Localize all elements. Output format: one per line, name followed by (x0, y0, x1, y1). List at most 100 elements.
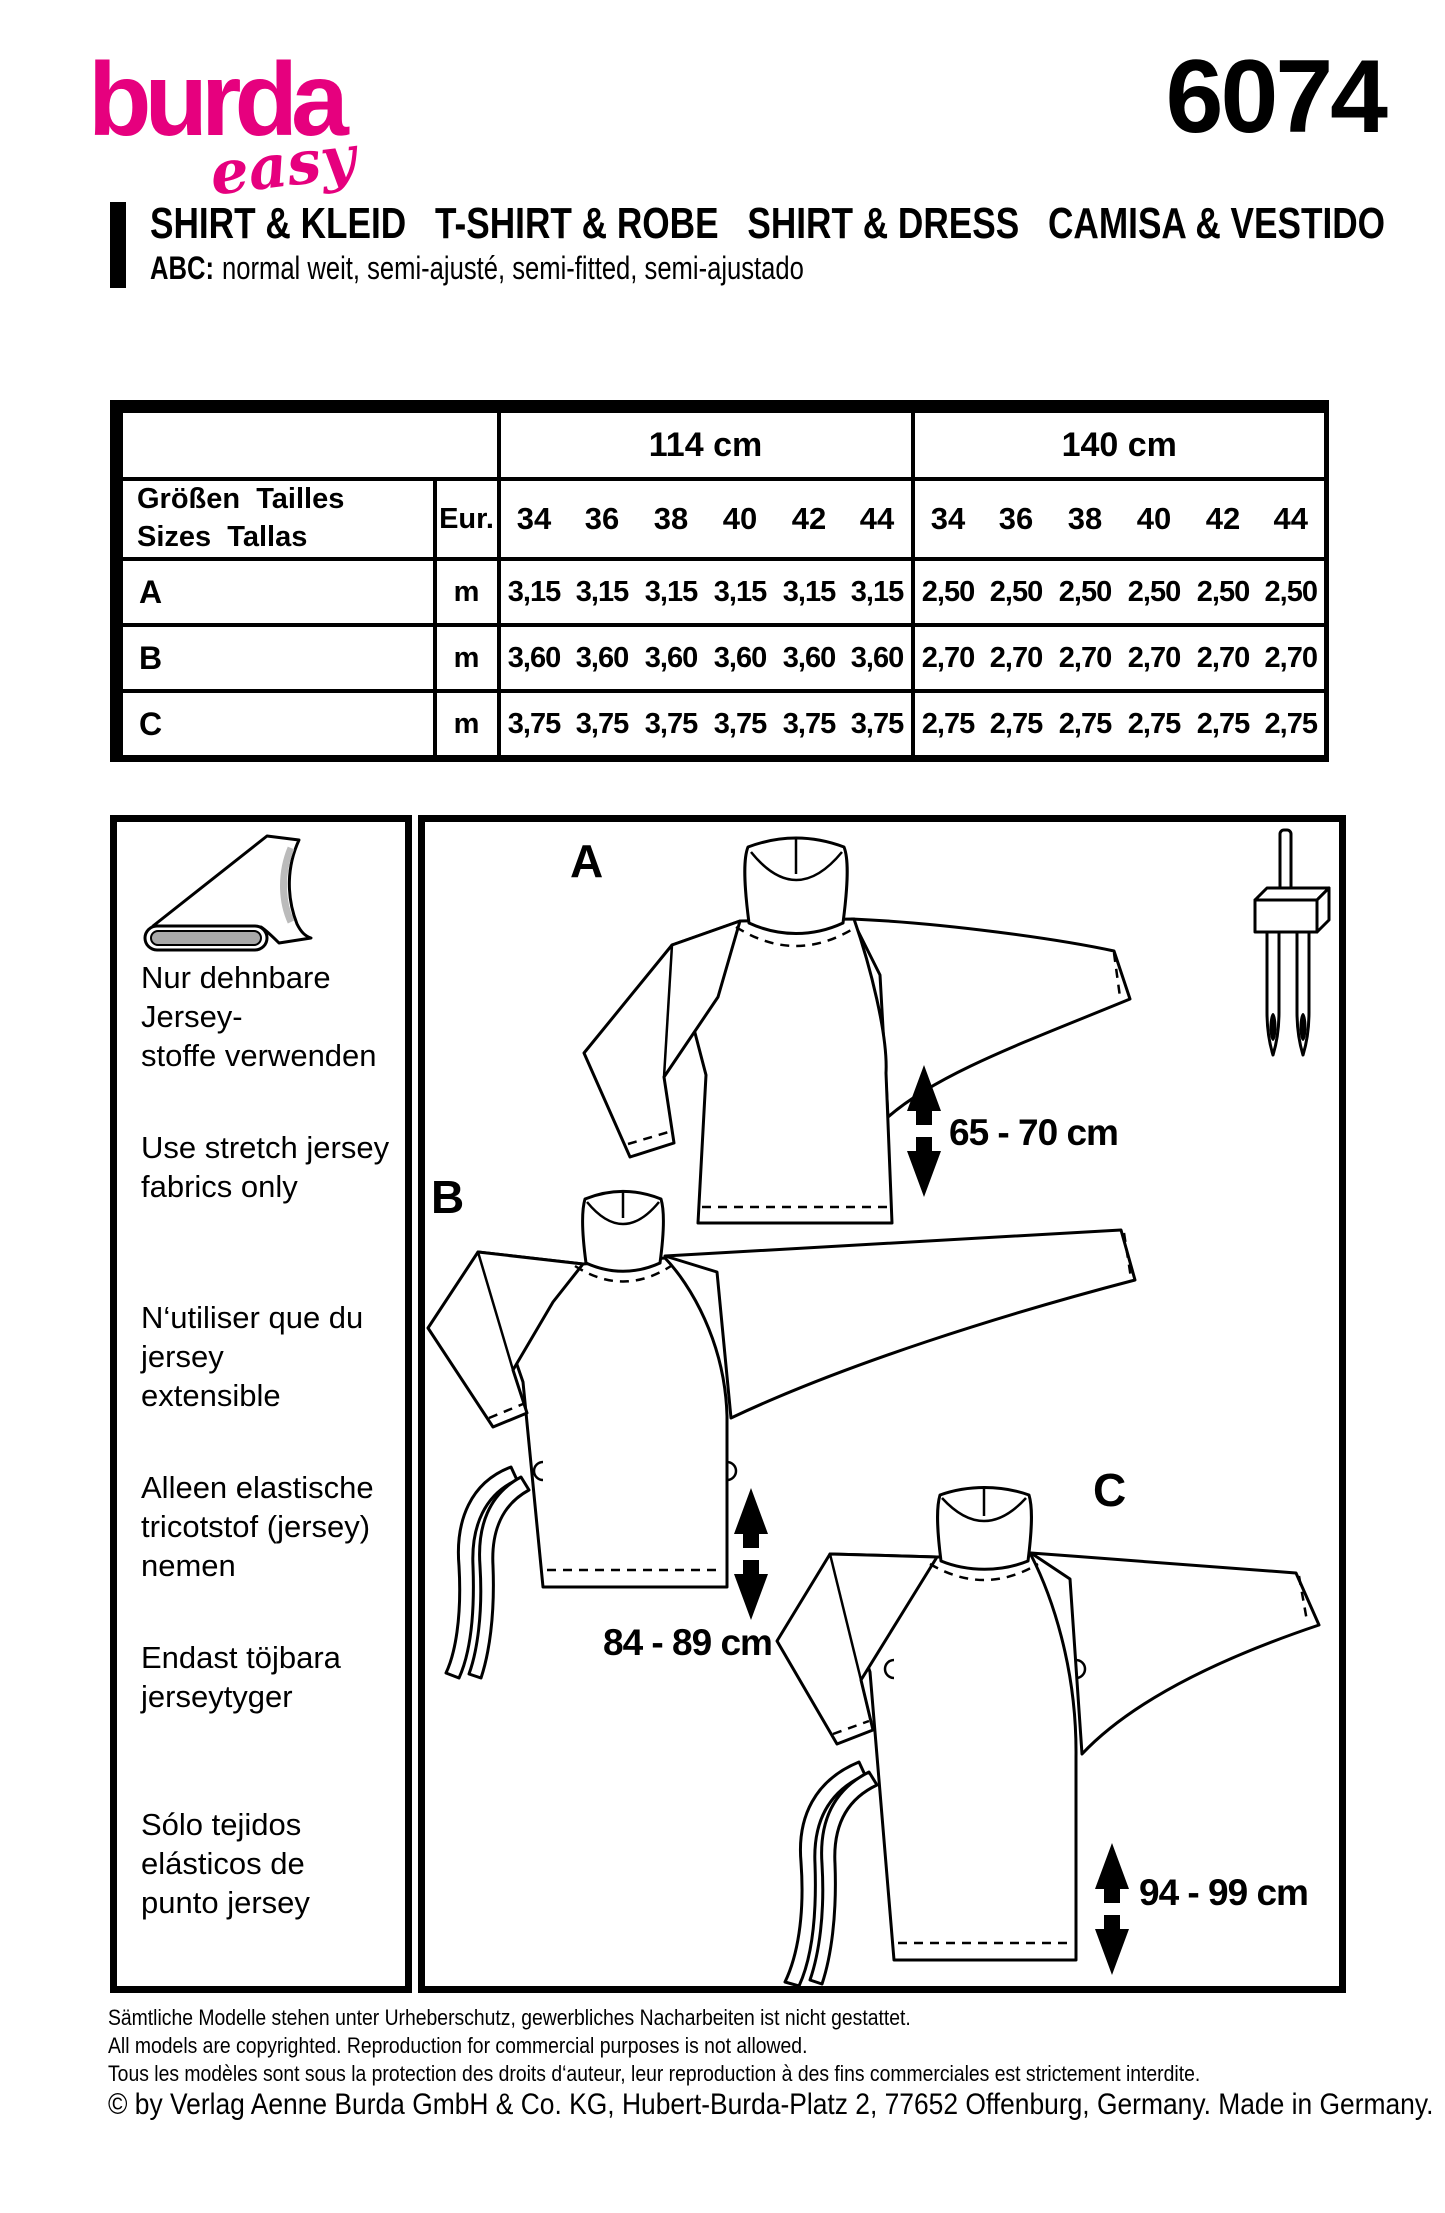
yardage-cell: 2,70 (1257, 623, 1327, 691)
yardage-cell: 3,75 (774, 689, 844, 759)
publisher-copyright: © by Verlag Aenne Burda GmbH & Co. KG, H… (108, 2088, 1434, 2121)
fabric-bolt-icon (143, 834, 313, 952)
view-label-cell: A (116, 557, 435, 625)
size-cell: 38 (1050, 477, 1120, 559)
yardage-cell: 2,70 (1050, 623, 1120, 691)
view-b-label: B (431, 1171, 465, 1223)
yardage-cell: 2,50 (1119, 557, 1189, 625)
yardage-cell: 2,70 (981, 623, 1051, 691)
view-a-label: A (570, 835, 604, 887)
yardage-cell: 3,75 (705, 689, 775, 759)
yardage-cell: 2,70 (1119, 623, 1189, 691)
yardage-cell: 3,75 (843, 689, 913, 759)
note-nl: Alleen elastische tricotstof (jersey) ne… (141, 1470, 374, 1583)
view-c-label: C (1093, 1464, 1127, 1516)
fabric-requirements-table: 114 cm 140 cm Größen Tailles Sizes Talla… (110, 400, 1329, 762)
corner-empty-cell (117, 407, 499, 480)
copyright-line-de: Sämtliche Modelle stehen unter Urhebersc… (108, 2005, 911, 2030)
title-accent-bar (110, 202, 126, 288)
title-de: SHIRT & KLEID (150, 199, 407, 248)
garment-title: SHIRT & KLEID T-SHIRT & ROBE SHIRT & DRESS… (150, 202, 1445, 246)
width-group-row: 114 cm 140 cm (117, 406, 1327, 480)
yardage-cell: 2,75 (1119, 689, 1189, 759)
yardage-cell: 3,60 (705, 623, 775, 691)
yardage-cell: 3,15 (496, 557, 568, 625)
fabric-width-140: 140 cm (910, 406, 1327, 479)
yardage-cell: 2,75 (1257, 689, 1327, 759)
fabric-row-c: C m 3,75 3,75 3,75 3,75 3,75 3,75 2,75 2… (116, 689, 1327, 759)
note-sv: Endast töjbara jerseytyger (141, 1640, 341, 1714)
yardage-cell: 3,15 (705, 557, 775, 625)
yardage-cell: 3,60 (636, 623, 706, 691)
views-label: ABC: (150, 250, 214, 286)
size-cell: 42 (1188, 477, 1258, 559)
yardage-cell: 2,75 (910, 689, 982, 759)
size-cell: 44 (843, 477, 913, 559)
size-cell: 34 (496, 477, 568, 559)
note-fr: N‘utiliser que du jersey extensible (141, 1300, 364, 1413)
title-es: CAMISA & VESTIDO (1048, 199, 1386, 248)
fit-text: normal weit, semi-ajusté, semi-fitted, s… (221, 250, 804, 286)
yardage-cell: 2,75 (1050, 689, 1120, 759)
view-label-cell: C (116, 689, 435, 759)
view-label-cell: B (116, 623, 435, 691)
yardage-cell: 2,50 (910, 557, 982, 625)
note-de: Nur dehnbare Jersey- stoffe verwenden (141, 960, 377, 1073)
brand-logo: burda easy (88, 42, 359, 210)
brand-wordmark: burda (88, 42, 349, 158)
garment-a-drawing (582, 836, 1132, 1225)
yardage-cell: 2,50 (1188, 557, 1258, 625)
size-cell: 44 (1257, 477, 1327, 559)
size-cell: 40 (705, 477, 775, 559)
length-c-measurement: 94 - 99 cm (1139, 1872, 1309, 1913)
yardage-cell: 2,50 (1050, 557, 1120, 625)
yardage-cell: 3,75 (567, 689, 637, 759)
yardage-cell: 2,50 (981, 557, 1051, 625)
length-b-measurement: 84 - 89 cm (603, 1622, 773, 1663)
size-cell: 36 (981, 477, 1051, 559)
brand-script-easy: easy (206, 122, 360, 210)
technical-drawings-panel: A B C 65 - 70 cm 84 - 89 cm 94 - 99 cm (418, 815, 1346, 1993)
garment-c-drawing (775, 1486, 1321, 1986)
yardage-cell: 2,75 (1188, 689, 1258, 759)
fabric-row-a: A m 3,15 3,15 3,15 3,15 3,15 3,15 2,50 2… (116, 557, 1327, 625)
sizes-corner-cell: Größen Tailles Sizes Tallas (116, 477, 435, 559)
yardage-cell: 3,15 (843, 557, 913, 625)
eur-label-cell: Eur. (432, 477, 499, 559)
yardage-cell: 3,15 (567, 557, 637, 625)
pattern-number: 6074 (1165, 39, 1388, 155)
yardage-cell: 3,15 (774, 557, 844, 625)
yardage-cell: 3,60 (843, 623, 913, 691)
title-fr: T-SHIRT & ROBE (434, 199, 719, 248)
yardage-cell: 3,75 (636, 689, 706, 759)
note-en: Use stretch jersey fabrics only (141, 1130, 390, 1204)
size-cell: 36 (567, 477, 637, 559)
yardage-cell: 2,70 (910, 623, 982, 691)
fit-description: ABC:normal weit, semi-ajusté, semi-fitte… (150, 252, 967, 284)
size-cell: 34 (910, 477, 982, 559)
yardage-cell: 3,15 (636, 557, 706, 625)
yardage-cell: 3,75 (496, 689, 568, 759)
title-en: SHIRT & DRESS (747, 199, 1020, 248)
fabric-width-114: 114 cm (496, 406, 913, 479)
yardage-cell: 2,70 (1188, 623, 1258, 691)
unit-cell: m (432, 689, 499, 759)
twin-needle-icon (1253, 828, 1331, 1057)
size-cell: 40 (1119, 477, 1189, 559)
yardage-cell: 2,75 (981, 689, 1051, 759)
size-cell: 42 (774, 477, 844, 559)
copyright-line-en: All models are copyrighted. Reproduction… (108, 2033, 808, 2058)
size-cell: 38 (636, 477, 706, 559)
yardage-cell: 3,60 (774, 623, 844, 691)
unit-cell: m (432, 557, 499, 625)
yardage-cell: 2,50 (1257, 557, 1327, 625)
yardage-cell: 3,60 (496, 623, 568, 691)
length-a-measurement: 65 - 70 cm (949, 1112, 1119, 1153)
copyright-line-fr: Tous les modèles sont sous la protection… (108, 2061, 1201, 2086)
note-es: Sólo tejidos elásticos de punto jersey (141, 1807, 310, 1920)
garment-line-art (426, 828, 1331, 1986)
fabric-notes-panel: Nur dehnbare Jersey- stoffe verwenden Us… (110, 815, 412, 1993)
fabric-row-b: B m 3,60 3,60 3,60 3,60 3,60 3,60 2,70 2… (116, 623, 1327, 691)
unit-cell: m (432, 623, 499, 691)
